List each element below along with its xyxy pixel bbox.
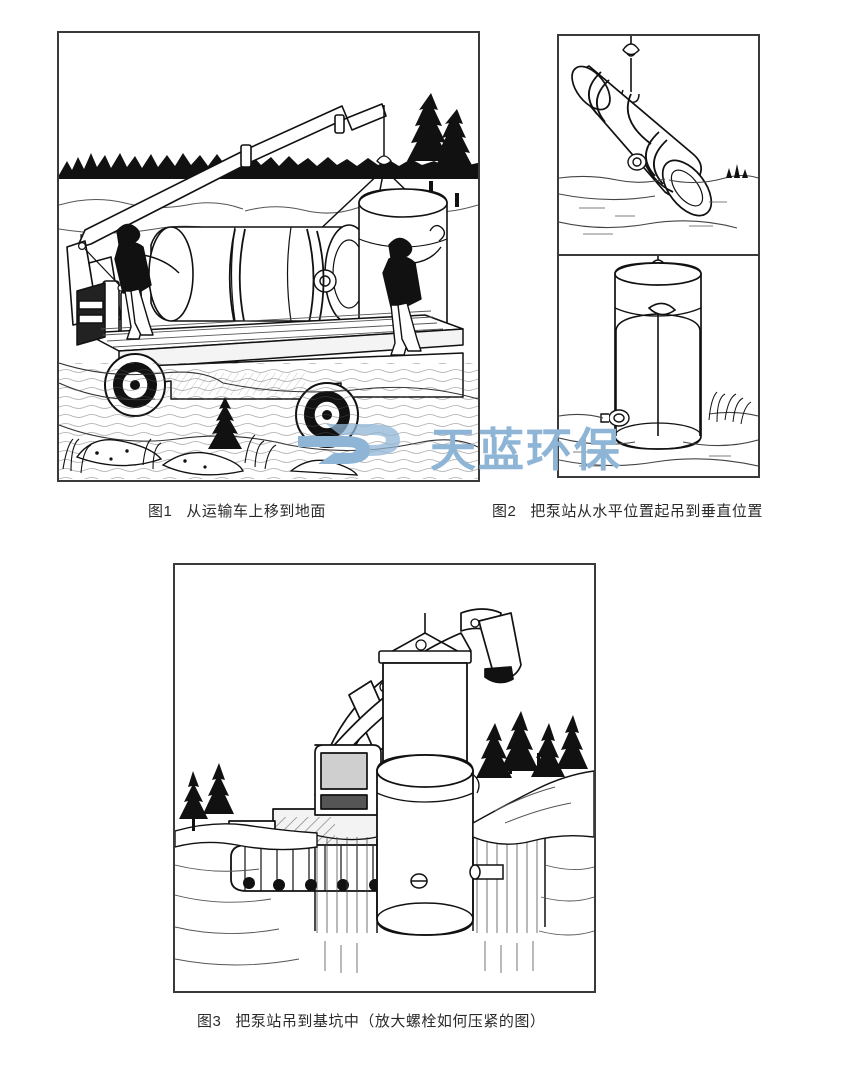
figure-2-caption-text: 把泵站从水平位置起吊到垂直位置 — [530, 503, 763, 520]
figure-2-divider — [559, 254, 758, 256]
figure-3-panel — [173, 563, 596, 993]
figure-1-caption-text: 从运输车上移到地面 — [186, 503, 326, 520]
figure-1-number: 图1 — [148, 503, 173, 520]
figure-2-caption: 图2 把泵站从水平位置起吊到垂直位置 — [492, 500, 763, 521]
figure-2-number: 图2 — [492, 503, 517, 520]
figure-3-caption: 图3 把泵站吊到基坑中（放大螺栓如何压紧的图） — [197, 1010, 545, 1031]
figure-1-panel — [57, 31, 480, 482]
figure-3-illustration — [175, 565, 594, 991]
figure-3-number: 图3 — [197, 1013, 222, 1030]
figure-2-bottom-illustration — [559, 256, 758, 476]
figure-1-illustration — [59, 33, 478, 480]
figure-2-top-illustration — [559, 36, 758, 254]
figure-2-panel — [557, 34, 760, 478]
figure-3-caption-text: 把泵站吊到基坑中（放大螺栓如何压紧的图） — [235, 1013, 546, 1030]
figure-1-caption: 图1 从运输车上移到地面 — [148, 500, 326, 521]
